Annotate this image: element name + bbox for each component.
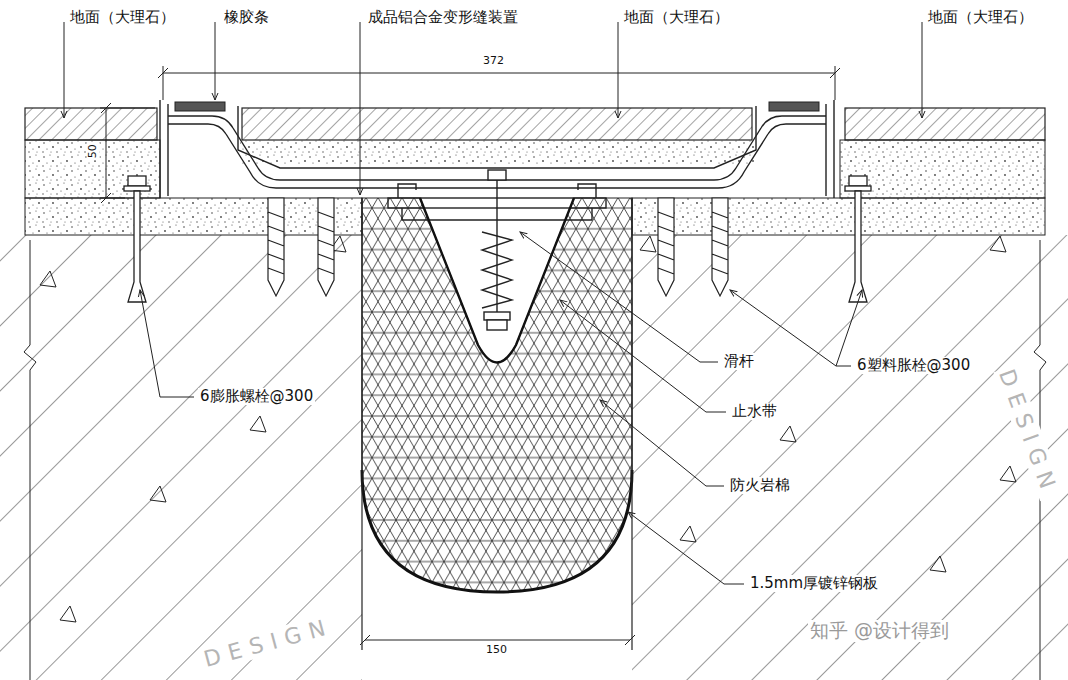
part-label: 止水带 <box>730 403 779 420</box>
material-label: 地面（大理石） <box>622 9 731 26</box>
part-label: 滑杆 <box>722 353 756 370</box>
material-label: 1.5mm厚镀锌钢板 <box>748 575 880 592</box>
dimension: 372 <box>481 55 506 68</box>
part-label: 6膨胀螺栓@300 <box>198 388 315 405</box>
material-label: 防火岩棉 <box>728 477 792 494</box>
material-label: 地面（大理石） <box>926 9 1035 26</box>
material-label: 地面（大理石） <box>68 9 177 26</box>
part-label: 6塑料胀栓@300 <box>855 357 972 374</box>
dimension: 150 <box>484 644 509 657</box>
watermark: 知乎 @设计得到 <box>808 620 951 642</box>
part-label: 橡胶条 <box>222 9 271 26</box>
part-label: 成品铝合金变形缝装置 <box>366 9 520 26</box>
dimension: 50 <box>87 142 100 160</box>
